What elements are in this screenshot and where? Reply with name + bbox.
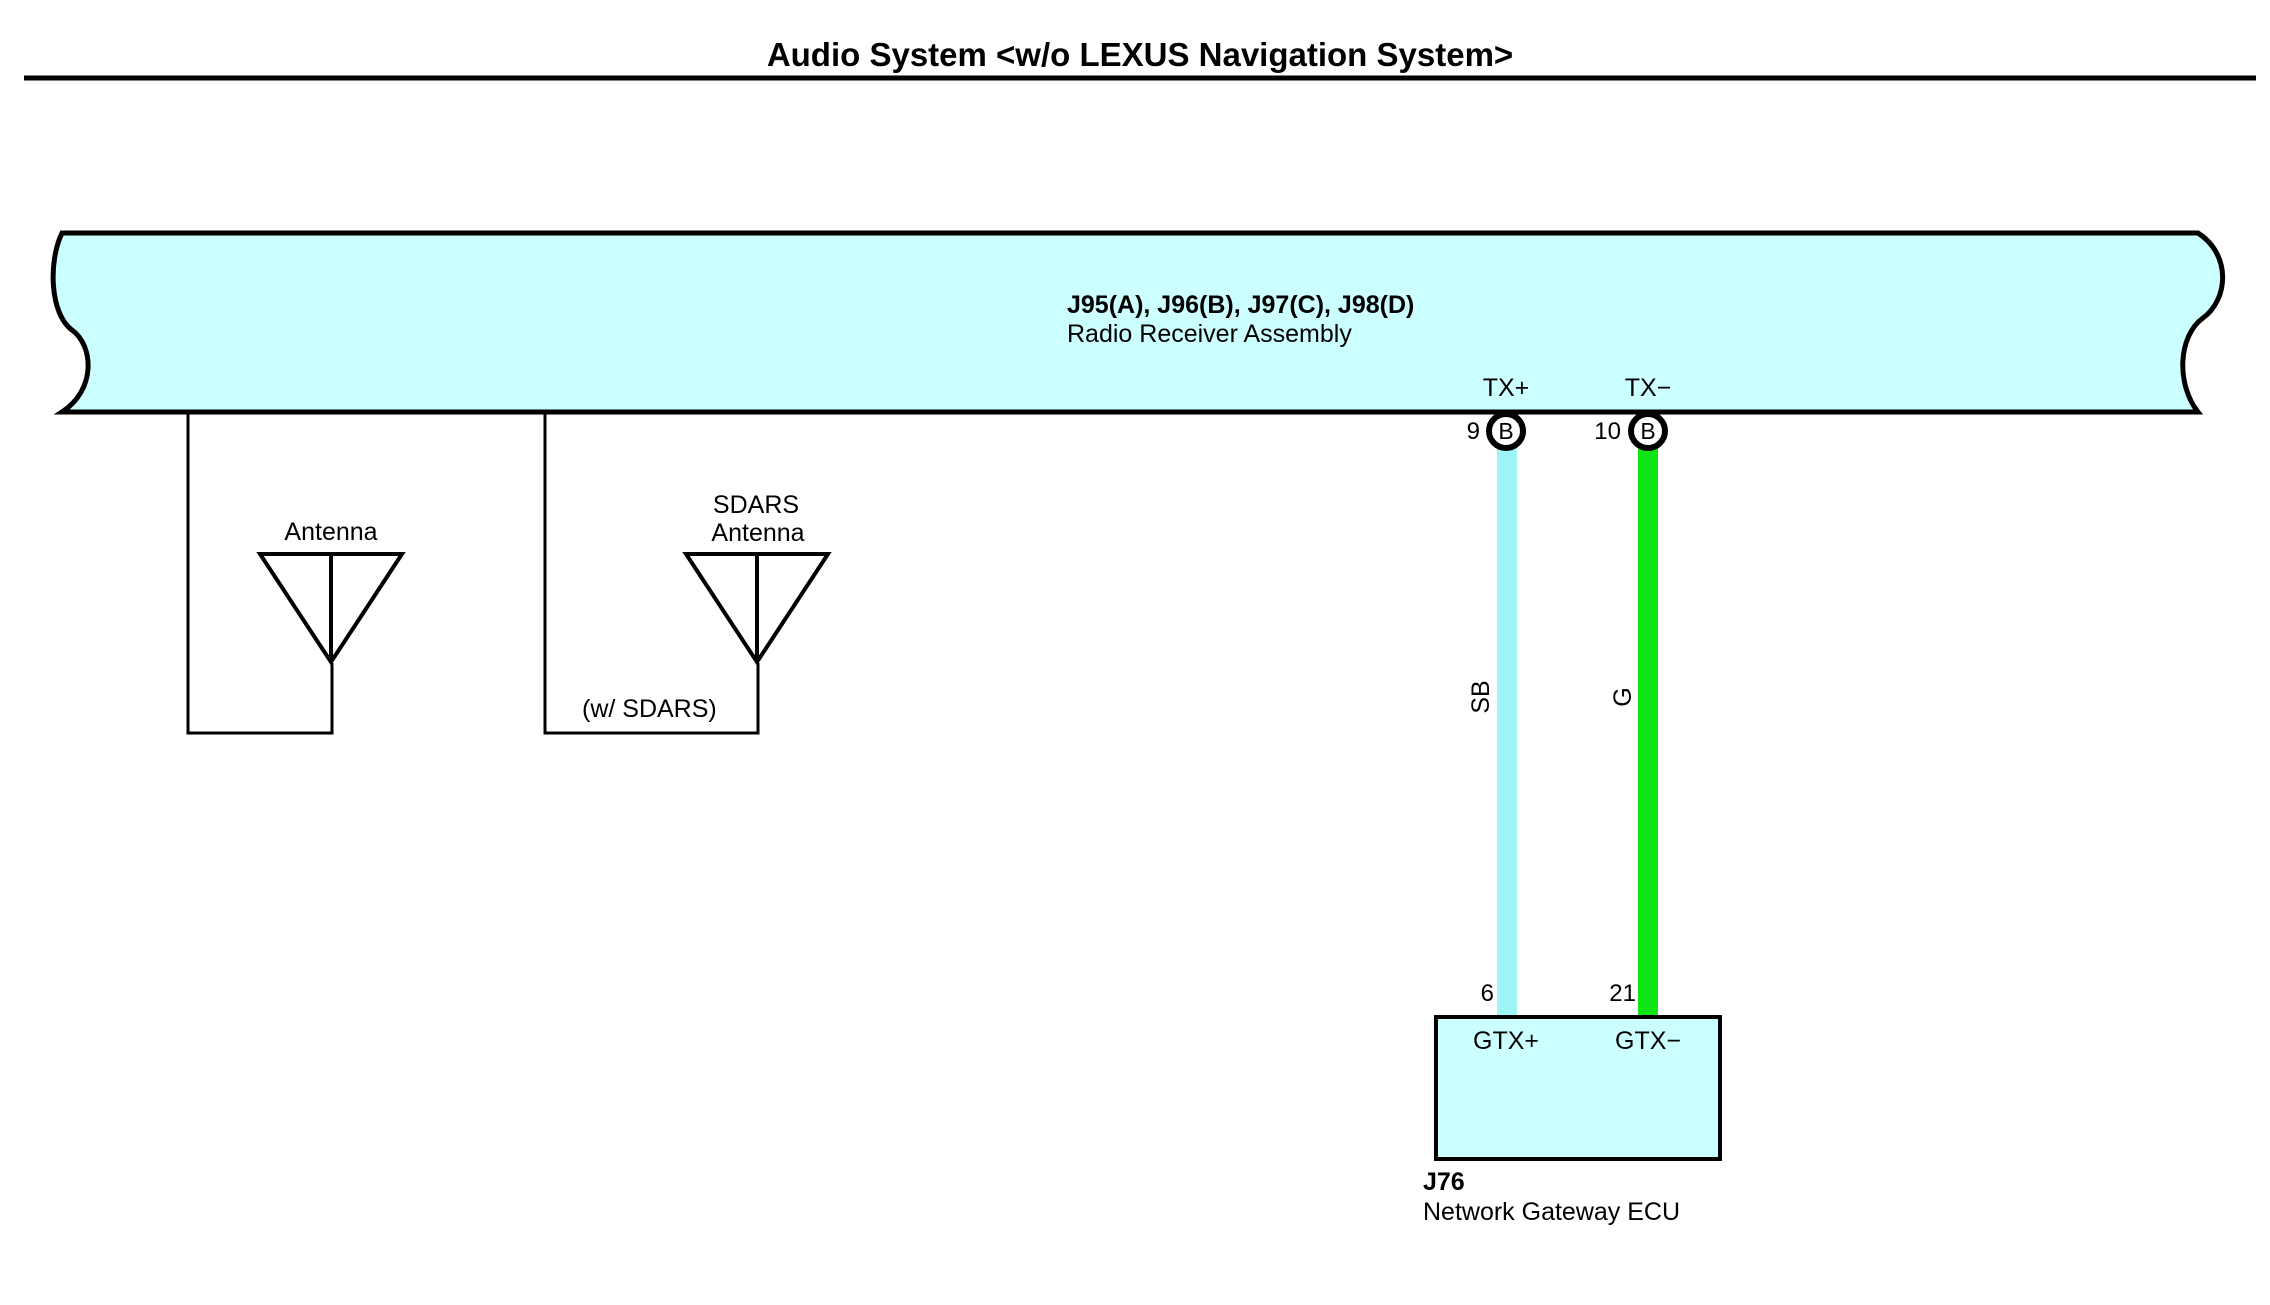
gateway-pin-plus: 6 bbox=[1481, 980, 1494, 1007]
page-title: Audio System <w/o LEXUS Navigation Syste… bbox=[767, 36, 1513, 73]
gateway-signal-plus: GTX+ bbox=[1473, 1027, 1539, 1055]
radio-receiver-assembly bbox=[50, 230, 2225, 415]
tx-minus-terminal bbox=[1628, 411, 1668, 451]
tx-plus-connector-letter: B bbox=[1498, 418, 1513, 444]
sdars-condition-label: (w/ SDARS) bbox=[582, 695, 717, 723]
radio-receiver-connectors: J95(A), J96(B), J97(C), J98(D) bbox=[1067, 291, 1414, 319]
tx-plus-terminal bbox=[1486, 411, 1526, 451]
tx-plus-signal-label: TX+ bbox=[1483, 374, 1530, 402]
gateway-pin-minus: 21 bbox=[1609, 980, 1636, 1007]
sdars-antenna-circuit bbox=[543, 412, 760, 735]
sdars-antenna-label-line2: Antenna bbox=[711, 519, 804, 547]
sdars-antenna-label-line1: SDARS bbox=[713, 491, 799, 519]
tx-plus-pin-number: 9 bbox=[1467, 418, 1480, 445]
tx-minus-pin-number: 10 bbox=[1594, 418, 1621, 445]
network-gateway-ecu bbox=[1434, 1015, 1722, 1161]
tx-minus-connector-letter: B bbox=[1640, 418, 1655, 444]
radio-receiver-name: Radio Receiver Assembly bbox=[1067, 320, 1352, 348]
gateway-ecu-name: Network Gateway ECU bbox=[1423, 1198, 1680, 1226]
tx-minus-wire-color-code: G bbox=[1609, 687, 1637, 706]
antenna-circuit bbox=[186, 412, 334, 735]
gateway-signal-minus: GTX− bbox=[1615, 1027, 1681, 1055]
antenna-label: Antenna bbox=[284, 518, 377, 546]
tx-minus-signal-label: TX− bbox=[1625, 374, 1672, 402]
gateway-connector-label: J76 bbox=[1423, 1168, 1465, 1196]
tx-plus-wire-color-code: SB bbox=[1467, 680, 1495, 713]
